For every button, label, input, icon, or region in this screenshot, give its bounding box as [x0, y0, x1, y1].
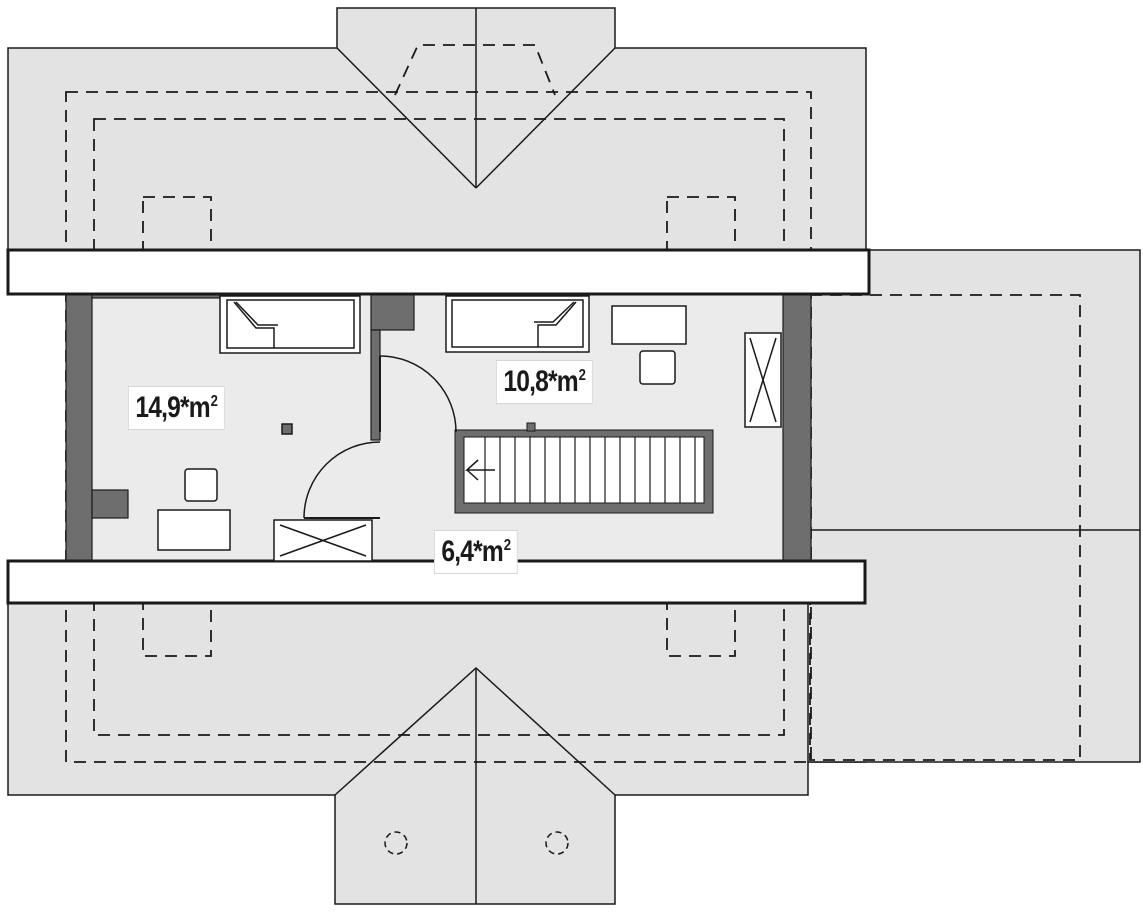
area-exponent: 2 [210, 393, 218, 410]
dormer-top [336, 8, 616, 189]
area-unit: m [188, 391, 211, 424]
chair-left [184, 468, 218, 502]
room-area-value: 6,4 [441, 535, 474, 568]
wardrobe-bottom [273, 519, 373, 562]
area-marker: * [547, 365, 558, 398]
vent-square [281, 423, 293, 435]
room-area-value: 10,8 [503, 365, 548, 398]
dormer-symbols [384, 831, 569, 855]
beds [219, 295, 590, 354]
area-exponent: 2 [578, 367, 586, 384]
walls [65, 282, 812, 565]
roof-plane-top [7, 7, 867, 256]
bed-right [445, 295, 590, 353]
area-marker: * [179, 391, 190, 424]
roof-plane-right [807, 249, 1141, 763]
chair-right [639, 350, 676, 385]
furniture [157, 305, 782, 562]
door-swing-upper [379, 355, 457, 433]
desk-right [611, 305, 687, 345]
door-swing-lower [303, 441, 381, 519]
partition-wall [370, 329, 381, 441]
beam-top [6, 248, 871, 296]
room-area-value: 14,9 [135, 391, 180, 424]
doors [303, 355, 457, 519]
wardrobe-right [744, 332, 782, 428]
wall-left [65, 291, 93, 565]
stair-treads-area [463, 436, 705, 504]
roof-plane-bottom [7, 599, 867, 905]
area-marker: * [473, 535, 483, 568]
dormer-bottom [334, 666, 616, 904]
wall-right [782, 286, 812, 565]
room-area-label-a: 14,9*m2 [128, 386, 225, 430]
desk-left [157, 509, 231, 551]
room-area-label-c: 6,4*m2 [434, 530, 518, 574]
stair-post [526, 422, 536, 432]
wall-left-chimney [91, 489, 129, 519]
area-unit: m [481, 535, 504, 568]
bed-left [219, 295, 361, 354]
roof-planes [7, 7, 1141, 905]
area-exponent: 2 [503, 537, 511, 554]
staircase [454, 422, 714, 514]
room-area-label-b: 10,8*m2 [496, 360, 593, 404]
area-unit: m [556, 365, 579, 398]
